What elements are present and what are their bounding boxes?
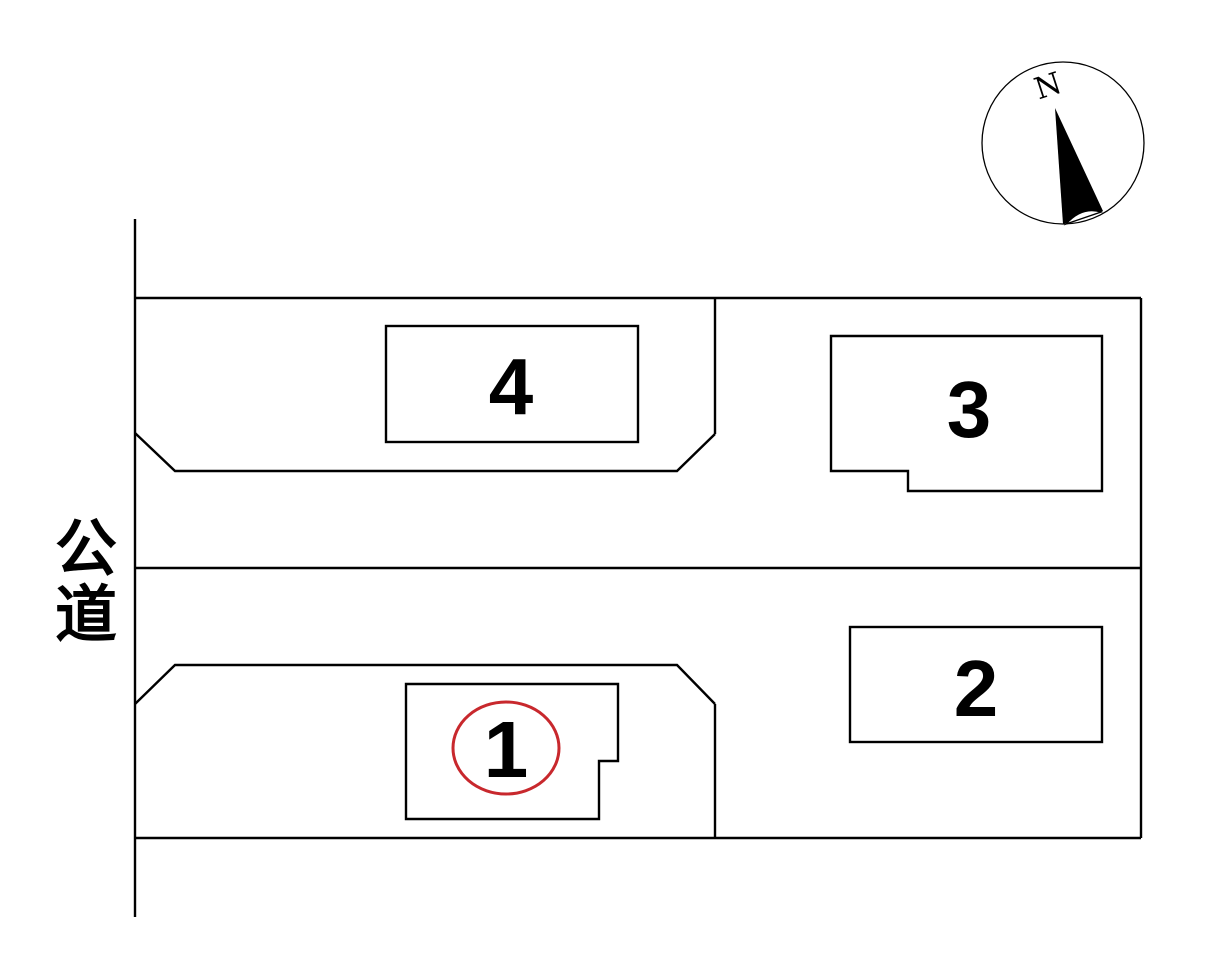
lot-2: 2: [848, 625, 1104, 744]
lot-1: 1: [404, 682, 620, 821]
lot-4-number: 4: [489, 342, 534, 431]
lot-3-building: [829, 334, 1104, 493]
access-outline-upper: [134, 432, 716, 473]
road-label-char-1: 公: [55, 512, 117, 585]
north-compass: N: [981, 61, 1145, 226]
access-outline-lower: [134, 663, 716, 705]
lot-1-number: 1: [484, 705, 529, 794]
north-arrow-icon: [1055, 108, 1103, 224]
lot-1-highlight-circle: [451, 700, 561, 796]
lot-3: 3: [829, 334, 1104, 493]
lot-3-number: 3: [947, 365, 992, 454]
lot-2-number: 2: [954, 644, 999, 733]
lot-4: 4: [384, 324, 640, 444]
lot-1-building: [404, 682, 620, 821]
north-label: N: [1030, 66, 1066, 107]
north-arrow-base-icon: [1063, 209, 1104, 226]
lot-2-building: [848, 625, 1104, 744]
road-label-char-2: 道: [55, 578, 117, 651]
lot-4-building: [384, 324, 640, 444]
